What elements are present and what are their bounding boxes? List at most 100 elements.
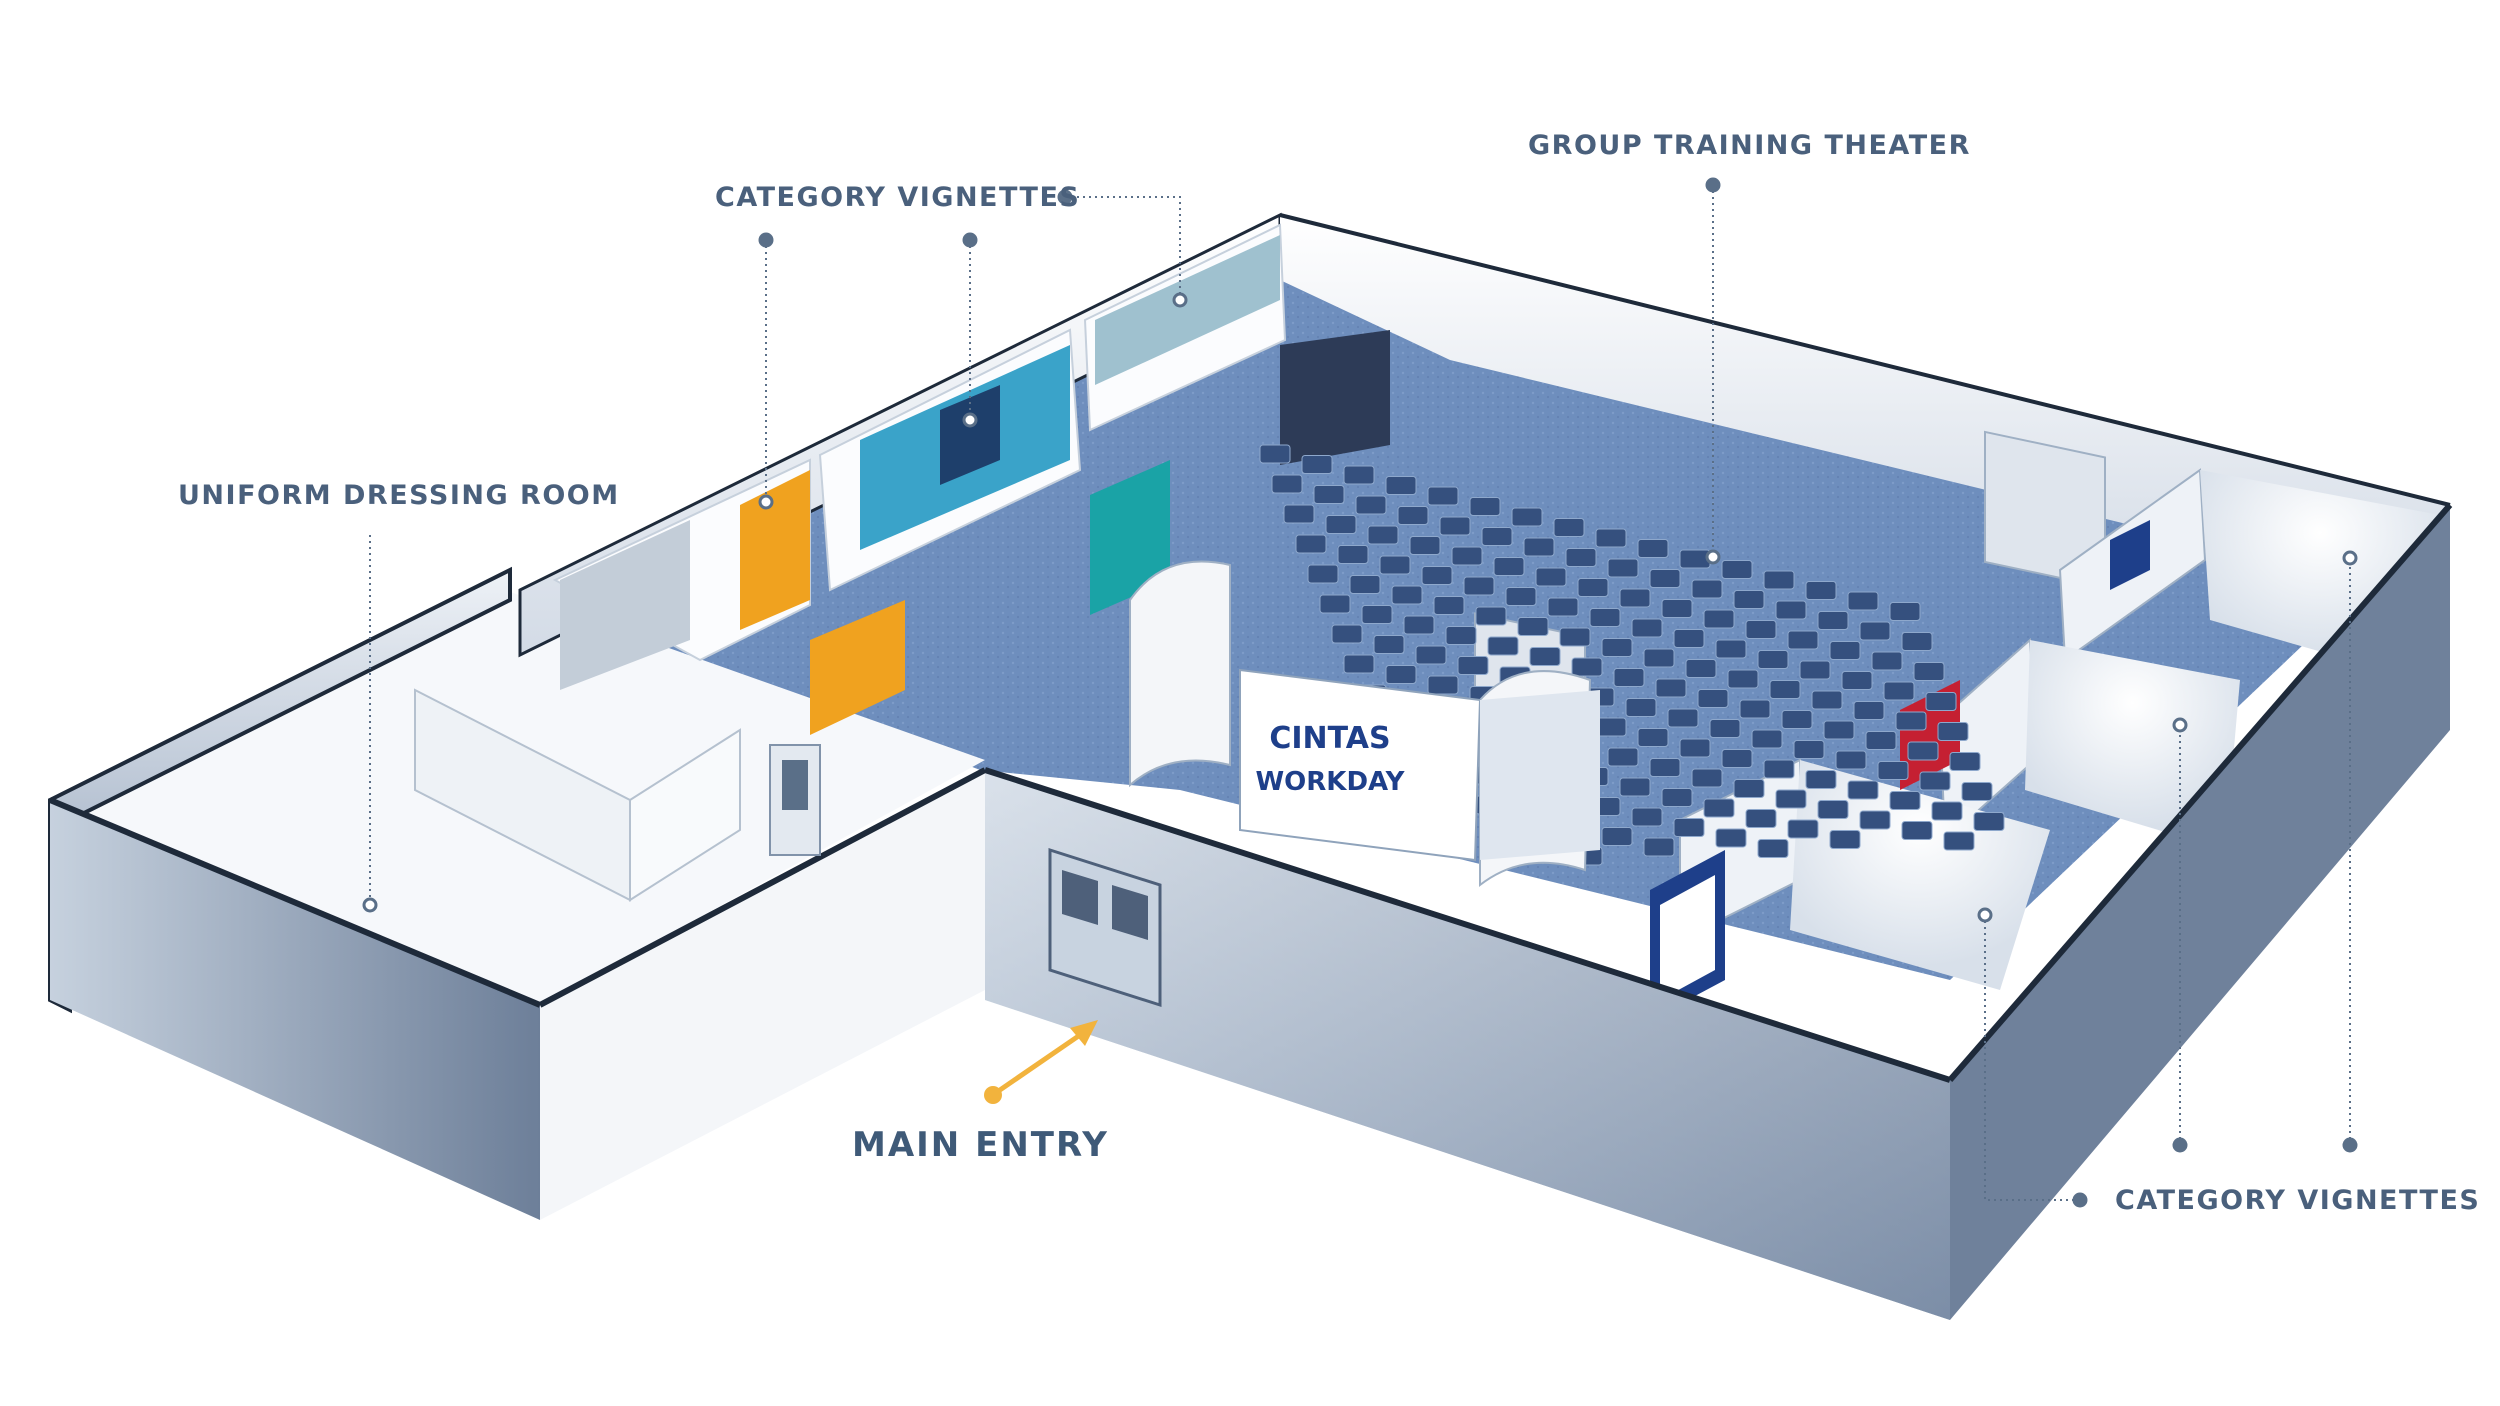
theater-seat xyxy=(1847,591,1879,611)
theater-seat xyxy=(1673,818,1705,837)
theater-seat xyxy=(1613,668,1645,687)
theater-seat xyxy=(1691,768,1723,788)
dressing-room-right-wall xyxy=(540,770,985,1220)
theater-seat xyxy=(1889,791,1921,810)
theater-seat xyxy=(1601,638,1633,657)
theater-seat xyxy=(1373,635,1405,654)
theater-seat xyxy=(1619,588,1651,608)
theater-seat xyxy=(1679,738,1711,758)
theater-seat xyxy=(1805,770,1837,789)
theater-seat xyxy=(1907,741,1939,761)
theater-seat xyxy=(1973,812,2005,831)
theater-seat xyxy=(1685,659,1717,678)
theater-seat xyxy=(1775,600,1807,620)
theater-seat xyxy=(1829,830,1861,849)
workday-sign: WORKDAY xyxy=(1256,767,1406,797)
theater-seat xyxy=(1715,639,1747,659)
theater-seat xyxy=(1607,558,1639,578)
theater-seat xyxy=(1691,579,1723,599)
theater-seat xyxy=(1895,711,1927,731)
theater-seat xyxy=(1259,444,1291,464)
theater-seat xyxy=(1475,606,1507,626)
theater-seat xyxy=(1343,654,1375,674)
theater-seat xyxy=(1745,809,1777,828)
theater-seat xyxy=(1817,611,1849,630)
theater-seat xyxy=(1301,455,1333,474)
theater-seat xyxy=(1931,801,1963,821)
theater-door-2 xyxy=(1984,430,2106,589)
theater-seat xyxy=(1883,681,1915,701)
leader-dots xyxy=(362,177,2358,1208)
theater-seat xyxy=(1415,645,1447,665)
theater-seat xyxy=(1901,632,1933,651)
theater-seat xyxy=(1631,807,1663,827)
label-main-entry: MAIN ENTRY xyxy=(852,1125,1109,1165)
theater-seat xyxy=(1769,680,1801,699)
theater-seat xyxy=(1709,719,1741,738)
theater-seat xyxy=(1733,779,1765,798)
label-category-vignettes-bottom: CATEGORY VIGNETTES xyxy=(2115,1185,2481,1216)
theater-seat xyxy=(1625,698,1657,717)
theater-seat xyxy=(1523,537,1555,557)
theater-seat xyxy=(1715,828,1747,848)
theater-seat xyxy=(1649,569,1681,588)
theater-seat xyxy=(1517,617,1549,636)
theater-seat xyxy=(1337,545,1369,564)
theater-seat xyxy=(1439,516,1471,536)
theater-seat xyxy=(1733,590,1765,609)
theater-seat xyxy=(1403,615,1435,635)
theater-seat xyxy=(1823,720,1855,740)
theater-seat xyxy=(1595,528,1627,548)
theater-seat xyxy=(1469,497,1501,516)
theater-seat xyxy=(1679,549,1711,569)
theater-seat xyxy=(1601,827,1633,846)
theater-seat xyxy=(1565,548,1597,567)
theater-seat xyxy=(1859,621,1891,641)
theater-seat xyxy=(1397,506,1429,525)
theater-seat xyxy=(1571,657,1603,677)
theater-seat xyxy=(1445,626,1477,645)
right-outer-wall xyxy=(1950,505,2450,1320)
main-entry-arrow xyxy=(984,1020,1098,1104)
theater-seat xyxy=(1811,690,1843,710)
theater-seat xyxy=(1457,656,1489,675)
theater-seat xyxy=(1367,525,1399,545)
theater-seat xyxy=(1589,608,1621,627)
theater-seat xyxy=(1787,819,1819,839)
vignette-rooms-left xyxy=(552,223,1390,735)
theater-seat xyxy=(1481,527,1513,546)
theater-seat xyxy=(1607,747,1639,767)
theater-seat xyxy=(1295,534,1327,554)
label-uniform-dressing-room: UNIFORM DRESSING ROOM xyxy=(178,480,620,511)
theater-seat xyxy=(1427,675,1459,695)
theater-seat xyxy=(1421,566,1453,585)
theater-seat xyxy=(1535,567,1567,587)
theater-seat xyxy=(1829,641,1861,660)
theater-seat xyxy=(1859,810,1891,830)
theater-seat xyxy=(1793,740,1825,759)
theater-seat xyxy=(1505,587,1537,606)
theater-seat xyxy=(1355,495,1387,515)
theater-seat xyxy=(1511,507,1543,527)
theater-seat xyxy=(1787,630,1819,650)
theater-seat xyxy=(1325,515,1357,534)
theater-seating xyxy=(1259,444,2005,866)
entry-display xyxy=(1129,560,1600,888)
theater-seat xyxy=(1799,660,1831,680)
back-right-wall-top xyxy=(1279,213,2451,507)
theater-seat xyxy=(1313,485,1345,504)
theater-seat xyxy=(1781,710,1813,729)
theater-seat xyxy=(1763,570,1795,590)
theater-seat xyxy=(1637,728,1669,747)
theater-seat xyxy=(1763,759,1795,779)
theater-seat xyxy=(1805,581,1837,600)
theater-seat xyxy=(1847,780,1879,800)
theater-seat xyxy=(1703,609,1735,629)
theater-seat xyxy=(1721,560,1753,579)
label-group-training-theater: GROUP TRAINING THEATER xyxy=(1528,130,1971,161)
theater-seat xyxy=(1319,594,1351,614)
theater-seat xyxy=(1943,831,1975,851)
theater-seat xyxy=(1595,717,1627,737)
theater-seat xyxy=(1901,821,1933,840)
